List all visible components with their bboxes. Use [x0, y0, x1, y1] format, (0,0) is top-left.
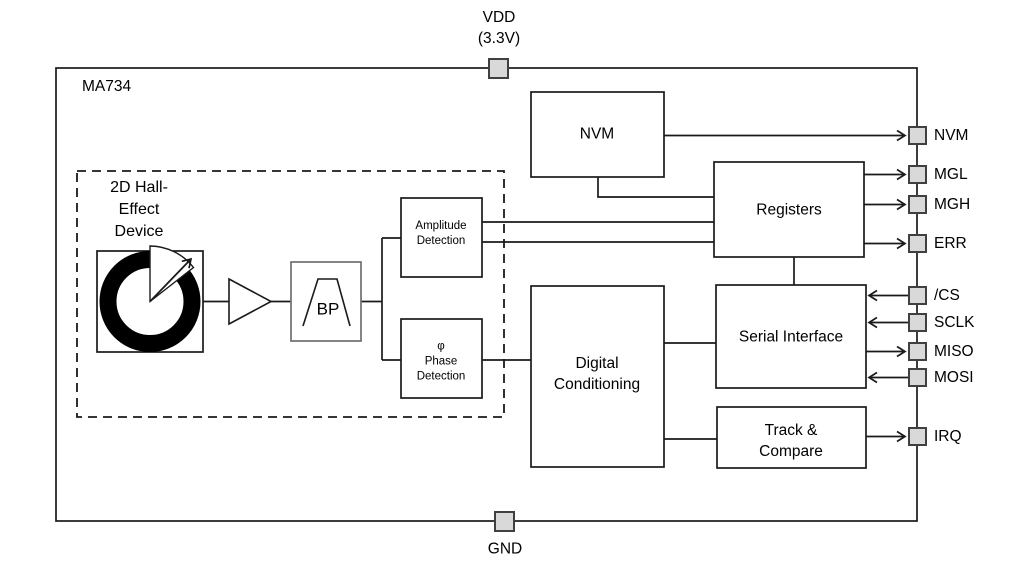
- pin-label-nvm: NVM: [934, 127, 969, 144]
- hall-rotation-arrow-icon: [149, 257, 193, 303]
- analog-frontend-dashed-box: [76, 170, 505, 418]
- pin-pad-err: [908, 234, 927, 253]
- pin-pad-miso: [908, 342, 927, 361]
- amplitude-detection-label: Amplitude Detection: [415, 220, 467, 247]
- pin-pad-nvm: [908, 126, 927, 145]
- nvm-box: [530, 91, 665, 178]
- pin-pad-mgl: [908, 165, 927, 184]
- track-compare-label: Track & Compare: [759, 422, 823, 460]
- hall-sensor-icon: [99, 245, 201, 352]
- wire-nvm-to-registers: [597, 177, 714, 198]
- track-compare-box: [716, 406, 867, 469]
- gnd-label: GND: [487, 540, 523, 558]
- digital-conditioning-label: Digital Conditioning: [553, 355, 641, 393]
- phase-detection-box: [400, 318, 483, 399]
- registers-label: Registers: [756, 201, 822, 219]
- hall-device-label: 2D Hall- Effect Device: [110, 179, 168, 240]
- pin-label-err: ERR: [934, 235, 967, 252]
- vdd-label: VDD (3.3V): [477, 9, 521, 47]
- connector-lines: [203, 177, 795, 440]
- function-blocks: [96, 91, 867, 469]
- pin-pads: [908, 126, 927, 446]
- serial-interface-box: [715, 284, 867, 389]
- bandpass-filter-box: [290, 261, 362, 342]
- bandpass-filter-icon: [302, 278, 351, 327]
- supply-pads: [488, 58, 515, 532]
- pin-label-mosi: MOSI: [934, 369, 974, 386]
- pin-label-mgl: MGL: [934, 166, 968, 183]
- pin-pad-mgh: [908, 195, 927, 214]
- pin-label-irq: IRQ: [934, 428, 962, 445]
- phase-detection-label: φ Phase Detection: [416, 340, 466, 383]
- pin-label-cs: /CS: [934, 287, 960, 304]
- arrow-lines: [664, 129, 908, 443]
- pin-pad-sclk: [908, 313, 927, 332]
- bandpass-label: BP: [316, 299, 340, 319]
- pin-label-sclk: SCLK: [934, 314, 975, 331]
- pin-pad-mosi: [908, 368, 927, 387]
- pin-pad-cs: [908, 286, 927, 305]
- serial-interface-label: Serial Interface: [738, 328, 844, 346]
- amplitude-detection-box: [400, 197, 483, 278]
- nvm-block-label: NVM: [579, 125, 615, 143]
- chip-title: MA734: [82, 78, 132, 95]
- pin-label-miso: MISO: [934, 343, 974, 360]
- pin-pad-irq: [908, 427, 927, 446]
- vdd-pad: [488, 58, 509, 79]
- pin-label-mgh: MGH: [934, 196, 971, 213]
- gnd-pad: [494, 511, 515, 532]
- registers-box: [713, 161, 865, 258]
- digital-conditioning-box: [530, 285, 665, 468]
- amplifier-icon: [228, 277, 273, 326]
